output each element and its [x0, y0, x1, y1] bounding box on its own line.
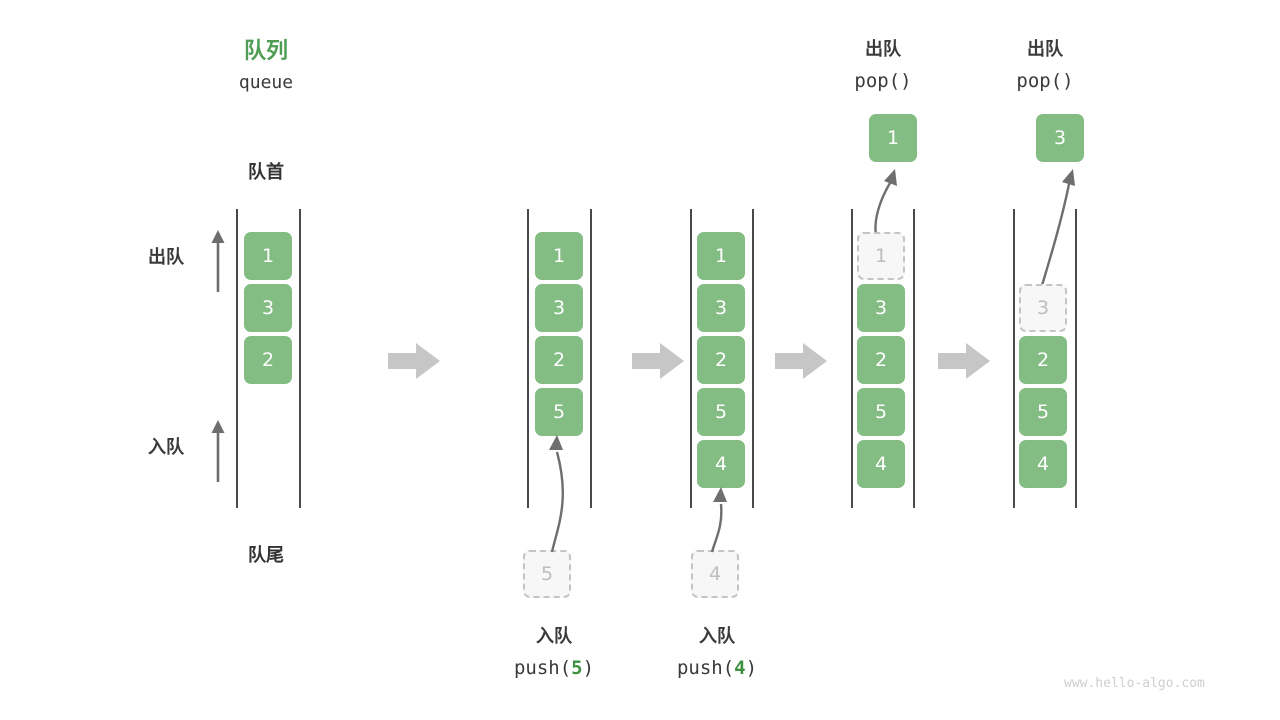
queue-rail-right [590, 209, 592, 508]
operation-label-code: push(4) [652, 657, 782, 679]
queue-cell: 3 [697, 284, 745, 332]
queue-rail-right [299, 209, 301, 508]
push-arrow-icon [549, 435, 564, 553]
operation-code-suffix: ) [582, 657, 595, 679]
queue-cell: 3 [244, 284, 292, 332]
queue-cell: 5 [857, 388, 905, 436]
popped-cell: 3 [1036, 114, 1084, 162]
enqueue-direction-arrow-icon [211, 420, 225, 482]
operation-code-prefix: push( [513, 657, 572, 679]
operation-code-suffix: ) [900, 70, 912, 92]
operation-code-prefix: pop( [854, 70, 901, 92]
queue-cell: 2 [244, 336, 292, 384]
dequeue-side-label: 出队 [148, 247, 184, 268]
rear-label: 队尾 [248, 545, 284, 566]
front-label: 队首 [248, 162, 284, 183]
operation-code-value: 5 [571, 657, 583, 679]
queue-rail-left [1013, 209, 1015, 508]
operation-code-suffix: ) [1062, 70, 1074, 92]
diagram-title-cn: 队列 [243, 39, 288, 64]
popped-cell: 1 [869, 114, 917, 162]
transition-arrow-icon [775, 343, 827, 379]
operation-label-cn: 入队 [536, 626, 572, 647]
queue-rail-left [690, 209, 692, 508]
pop-arrow-icon [1038, 169, 1075, 293]
dequeue-direction-arrow-icon [211, 230, 225, 292]
queue-cell: 2 [857, 336, 905, 384]
enqueue-side-label: 入队 [148, 437, 184, 458]
diagram-title-en: queue [238, 72, 294, 93]
queue-rail-right [913, 209, 915, 508]
queue-cell: 4 [1019, 440, 1067, 488]
queue-cell: 3 [535, 284, 583, 332]
operation-label-cn: 入队 [699, 626, 735, 647]
queue-cell: 1 [535, 232, 583, 280]
watermark: www.hello-algo.com [1064, 676, 1205, 691]
transition-arrow-icon [388, 343, 440, 379]
queue-cell: 2 [535, 336, 583, 384]
vacated-ghost-cell: 1 [857, 232, 905, 280]
queue-cell: 2 [697, 336, 745, 384]
queue-rail-left [236, 209, 238, 508]
operation-code-suffix: ) [745, 657, 758, 679]
operation-label-code: pop() [990, 70, 1100, 92]
vacated-ghost-cell: 3 [1019, 284, 1067, 332]
push-arrow-icon [710, 487, 727, 553]
operation-label-code: push(5) [489, 657, 619, 679]
queue-cell-new: 5 [535, 388, 583, 436]
queue-cell: 1 [697, 232, 745, 280]
operation-code-prefix: push( [676, 657, 735, 679]
queue-cell: 5 [1019, 388, 1067, 436]
queue-rail-left [527, 209, 529, 508]
operation-code-value: 4 [734, 657, 746, 679]
operation-label-cn: 出队 [1027, 39, 1063, 60]
incoming-ghost-cell: 4 [691, 550, 739, 598]
queue-rail-left [851, 209, 853, 508]
queue-cell: 5 [697, 388, 745, 436]
queue-cell: 2 [1019, 336, 1067, 384]
operation-code-prefix: pop( [1016, 70, 1063, 92]
queue-cell-new: 4 [697, 440, 745, 488]
queue-cell: 3 [857, 284, 905, 332]
operation-label-cn: 出队 [865, 39, 901, 60]
queue-cell: 1 [244, 232, 292, 280]
transition-arrow-icon [632, 343, 684, 379]
operation-label-code: pop() [828, 70, 938, 92]
incoming-ghost-cell: 5 [523, 550, 571, 598]
queue-rail-right [1075, 209, 1077, 508]
queue-rail-right [752, 209, 754, 508]
queue-cell: 4 [857, 440, 905, 488]
pop-arrow-icon [874, 169, 897, 241]
transition-arrow-icon [938, 343, 990, 379]
